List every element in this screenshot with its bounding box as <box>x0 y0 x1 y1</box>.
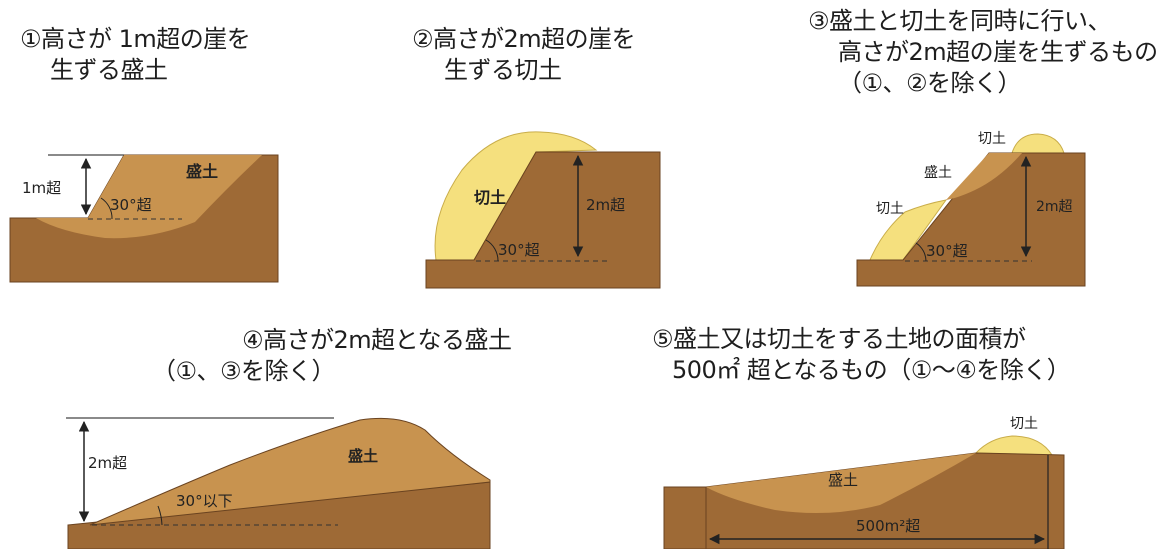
panel-1-fill-label: 盛土 <box>186 162 218 181</box>
panel-2-figure: 切土 2m超 30°超 <box>425 131 661 289</box>
panel-4-caption-line-1: ④高さが2m超となる盛土 <box>242 326 512 354</box>
panel-1-angle-label: 30°超 <box>110 196 152 214</box>
panel-3-fill-soil <box>946 153 1022 200</box>
panel-2-caption-line-2: 生ずる切土 <box>444 56 562 84</box>
panel-4-caption-line-2: （①、③を除く） <box>152 357 336 385</box>
panel-3-caption-line-3: （①、②を除く） <box>838 69 1022 97</box>
panel-3-cut-top <box>1011 133 1065 154</box>
panel-1-caption-line-2: 生ずる盛土 <box>50 56 168 84</box>
panel-4-caption: ④高さが2m超となる盛土 （①、③を除く） <box>152 325 512 387</box>
panel-1-figure: 1m超 30°超 盛土 <box>9 154 279 283</box>
panel-5-caption-line-2: 500㎡ 超となるもの（①～④を除く） <box>672 356 1071 384</box>
panel-1-height-label: 1m超 <box>22 179 61 197</box>
panel-2-angle-arc <box>485 239 499 262</box>
panel-2-cut-soil <box>434 131 598 261</box>
panel-3-cut-left <box>869 199 948 261</box>
panel-1-caption-line-1: ①高さが 1m超の崖を <box>20 25 251 53</box>
panel-4-figure: 2m超 盛土 30°以下 <box>66 417 491 549</box>
panel-2-height-label: 2m超 <box>586 196 625 214</box>
panel-3-figure: 切土 盛土 切土 2m超 30°超 <box>856 131 1086 287</box>
panel-2-caption-line-1: ②高さが2m超の崖を <box>412 25 636 53</box>
panel-3-caption-line-2: 高さが2m超の崖を生ずるもの <box>838 38 1158 66</box>
panel-4-angle-arc <box>157 505 163 526</box>
panel-3-height-label: 2m超 <box>1036 199 1073 215</box>
panel-2-cut-label: 切土 <box>474 188 506 207</box>
panel-4-angle-label: 30°以下 <box>176 492 233 510</box>
panel-1-fill-soil <box>36 155 262 239</box>
panel-3-angle-label: 30°超 <box>926 242 968 260</box>
panel-5-cut-label: 切土 <box>1010 416 1038 432</box>
panel-5-caption: ⑤盛土又は切土をする土地の面積が 500㎡ 超となるもの（①～④を除く） <box>652 324 1071 386</box>
panel-2-caption: ②高さが2m超の崖を 生ずる切土 <box>412 24 636 86</box>
panel-5-caption-line-1: ⑤盛土又は切土をする土地の面積が <box>652 325 1026 353</box>
panel-2-angle-label: 30°超 <box>498 241 540 259</box>
panel-5-fill-label: 盛土 <box>828 471 858 489</box>
panel-5-area-label: 500m²超 <box>856 517 920 535</box>
panel-5-fill-soil <box>706 453 976 514</box>
panel-5-cut-soil <box>974 435 1053 456</box>
panel-4-height-label: 2m超 <box>88 454 127 472</box>
panel-3-fill-label: 盛土 <box>924 165 952 181</box>
panel-3-caption-line-1: ③盛土と切土を同時に行い、 <box>808 7 1112 35</box>
panel-2-ground <box>425 151 661 289</box>
panel-5-figure: 切土 盛土 500m²超 <box>663 416 1065 549</box>
panel-1-angle-arc <box>100 197 113 220</box>
panel-1-caption: ①高さが 1m超の崖を 生ずる盛土 <box>20 24 251 86</box>
panel-3-angle-arc <box>915 242 927 262</box>
panel-3-caption: ③盛土と切土を同時に行い、 高さが2m超の崖を生ずるもの （①、②を除く） <box>808 6 1158 99</box>
panel-3-cut-top-label: 切土 <box>978 131 1006 147</box>
panel-4-fill-soil <box>89 417 491 526</box>
panel-4-fill-label: 盛土 <box>348 447 378 465</box>
panel-3-cut-left-label: 切土 <box>876 201 904 217</box>
